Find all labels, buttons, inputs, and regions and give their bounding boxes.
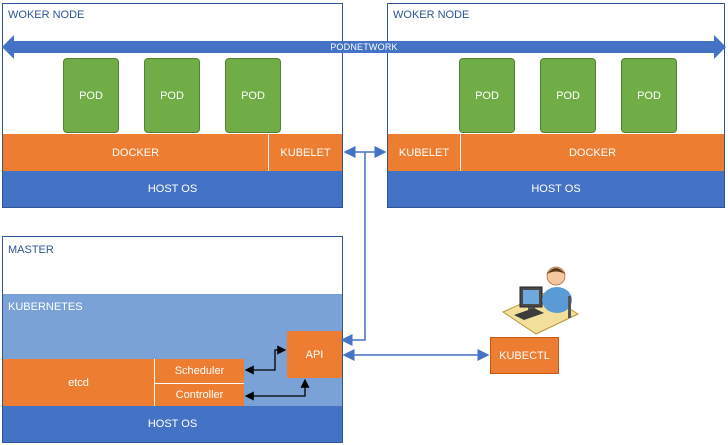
kubelet-label: KUBELET <box>280 146 331 159</box>
pod-label: POD <box>79 89 103 102</box>
docker-left: DOCKER <box>3 134 268 171</box>
pod-label: POD <box>637 89 661 102</box>
pod-right-1: POD <box>459 58 515 133</box>
host-os-label: HOST OS <box>531 183 581 195</box>
kubernetes-title: KUBERNETES <box>8 301 83 313</box>
pod-label: POD <box>241 89 265 102</box>
docker-label: DOCKER <box>568 146 617 159</box>
kubectl-label: KUBECTL <box>499 349 550 362</box>
docker-label: DOCKER <box>111 146 160 159</box>
worker-node-left-title: WOKER NODE <box>8 9 85 21</box>
user-workstation-icon <box>501 266 580 335</box>
controller-box: Controller <box>154 383 244 406</box>
api-scheduler-link <box>244 345 287 375</box>
scheduler-box: Scheduler <box>154 359 244 383</box>
pod-right-3: POD <box>621 58 677 133</box>
host-os-left: HOST OS <box>3 171 342 207</box>
pod-label: POD <box>160 89 184 102</box>
master-host-os: HOST OS <box>3 406 342 442</box>
docker-right: DOCKER <box>460 134 724 171</box>
master-title: MASTER <box>8 244 54 256</box>
host-os-right: HOST OS <box>388 171 724 207</box>
pod-network-label: PODNETWORK <box>330 42 398 52</box>
kubelet-left: KUBELET <box>268 134 342 171</box>
pod-left-1: POD <box>63 58 119 133</box>
pod-left-2: POD <box>144 58 200 133</box>
host-os-label: HOST OS <box>147 418 198 430</box>
kubectl-box: KUBECTL <box>490 337 559 374</box>
pod-label: POD <box>556 89 580 102</box>
pod-network-arrow <box>2 35 726 59</box>
api-box: API <box>287 331 342 378</box>
kubelet-label: KUBELET <box>398 146 450 159</box>
controller-label: Controller <box>175 389 224 401</box>
scheduler-label: Scheduler <box>174 365 225 377</box>
worker-node-right-title: WOKER NODE <box>393 9 470 21</box>
host-os-label: HOST OS <box>147 183 198 195</box>
etcd-label: etcd <box>68 376 89 389</box>
api-label: API <box>305 348 324 361</box>
api-kubelet-link <box>340 152 366 346</box>
pod-right-2: POD <box>540 58 596 133</box>
api-controller-link <box>244 378 310 401</box>
kubelet-right: KUBELET <box>388 134 460 171</box>
etcd-box: etcd <box>3 359 154 406</box>
pod-left-3: POD <box>225 58 281 133</box>
pod-label: POD <box>475 89 499 102</box>
